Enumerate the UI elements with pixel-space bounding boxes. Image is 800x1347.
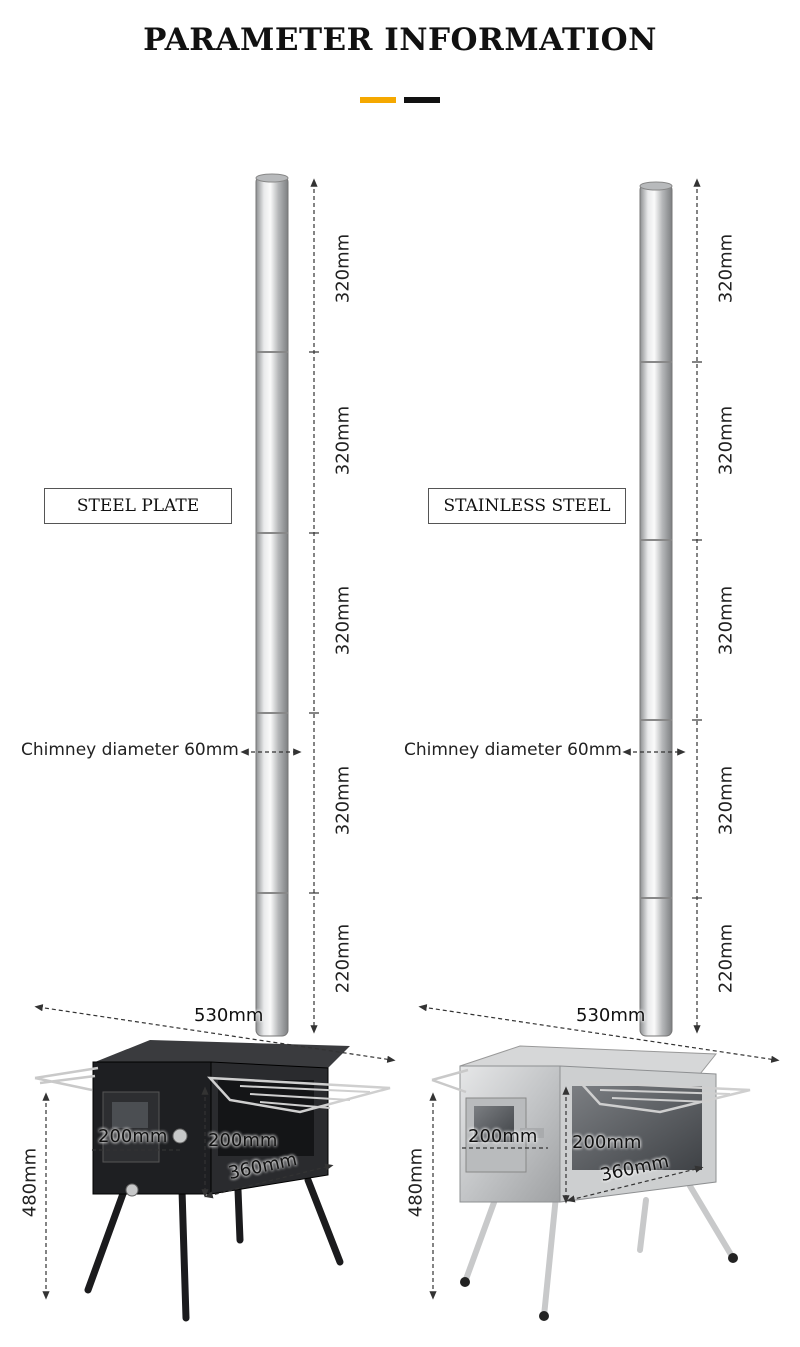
pipe-segment-1-dim: 320mm [715, 233, 737, 304]
chimney-pipe [255, 175, 289, 1037]
side-height-dim: 200mm [572, 1132, 642, 1153]
pipe-segment-3-dim: 320mm [332, 585, 354, 656]
pipe-segment-3-dim: 320mm [715, 585, 737, 656]
width-dim: 530mm [194, 1005, 264, 1026]
pipe-segment-5-dim: 220mm [332, 923, 354, 994]
pipe-segment-2-dim: 320mm [715, 405, 737, 476]
door-height-dim: 200mm [468, 1126, 538, 1147]
page-title: PARAMETER INFORMATION [143, 22, 657, 58]
accent-bar-black [404, 97, 440, 103]
steel-plate-stove [34, 173, 391, 1322]
width-dim: 530mm [576, 1005, 646, 1026]
dimension-lines [34, 178, 780, 1300]
door-height-dim: 200mm [98, 1126, 168, 1147]
height-dim: 480mm [405, 1147, 427, 1218]
chimney-diameter-note: Chimney diameter 60mm [404, 740, 622, 760]
chimney-diameter-note: Chimney diameter 60mm [21, 740, 239, 760]
pipe-segment-2-dim: 320mm [332, 405, 354, 476]
segment-ticks [309, 351, 702, 899]
material-label-steel-plate: STEEL PLATE [44, 488, 232, 524]
accent-bar-yellow [360, 97, 396, 103]
pipe-segment-4-dim: 320mm [332, 765, 354, 836]
pipe-segment-1-dim: 320mm [332, 233, 354, 304]
pipe-segment-4-dim: 320mm [715, 765, 737, 836]
chimney-pipe [639, 183, 673, 1037]
pipe-segment-5-dim: 220mm [715, 923, 737, 994]
height-dim: 480mm [19, 1147, 41, 1218]
material-label-stainless-steel: STAINLESS STEEL [428, 488, 626, 524]
side-height-dim: 200mm [208, 1130, 278, 1151]
